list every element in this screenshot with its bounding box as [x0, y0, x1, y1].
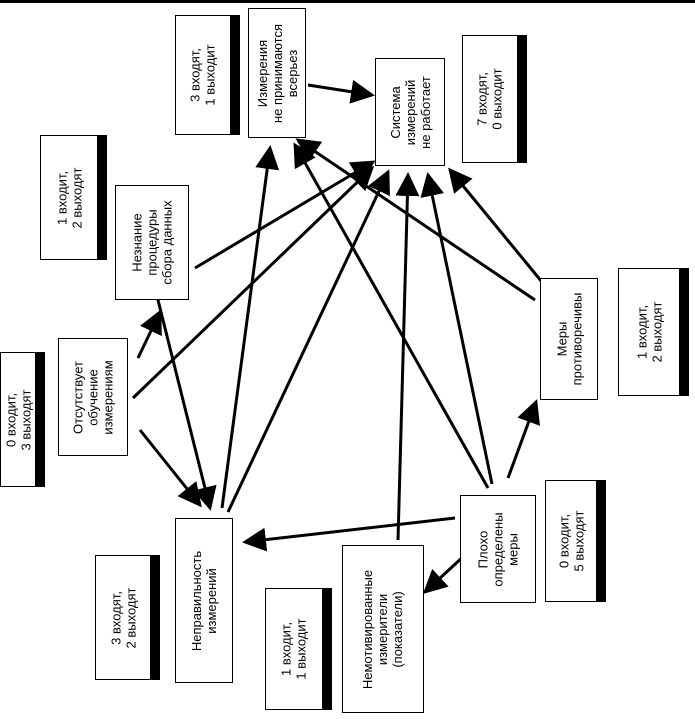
count-label: 7 входят, 0 выходит: [475, 68, 506, 130]
node-incorrect-measurements: Неправильность измерений: [175, 518, 233, 683]
count-label: 1 входит, 2 выходят: [634, 301, 665, 363]
node-no-training: Отсутствует обучение измерениям: [58, 338, 128, 456]
arrow-training-to-unaware: [136, 309, 162, 359]
node-system-not-working: Система измерений не работает: [375, 58, 445, 166]
count-contradictory: 1 входит, 2 выходят: [618, 268, 680, 396]
count-label: 0 входит, 5 выходят: [556, 510, 587, 572]
arrow-contradictory-to-system: [448, 167, 544, 283]
node-label: Система измерений не работает: [387, 75, 433, 149]
arrow-poorly-to-contradictory: [506, 399, 541, 479]
node-label: Плохо определены меры: [475, 511, 521, 587]
arrow-contradictory-to-notserious: [295, 138, 536, 302]
node-label: Немотивированные измерители (показатели): [360, 569, 406, 689]
node-poorly-defined: Плохо определены меры: [460, 495, 536, 603]
count-poorly-defined: 0 входит, 5 выходят: [545, 480, 597, 602]
node-label: Незнание процедуры сбора данных: [129, 200, 175, 285]
arrow-unaware-to-incorrect: [153, 287, 217, 511]
count-label: 3 входят, 2 выходят: [108, 587, 139, 648]
node-measurements-not-serious: Измерения не принимаются всерьез: [248, 8, 306, 138]
arrow-unaware-to-system: [194, 160, 376, 270]
arrow-incorrect-to-system: [226, 169, 390, 513]
node-label: Отсутствует обучение измерениям: [70, 359, 116, 435]
top-rule: [0, 0, 695, 3]
node-label: Неправильность измерений: [189, 550, 219, 651]
arrow-poorly-to-incorrect: [242, 516, 456, 552]
count-label: 1 входит, 1 выходит: [279, 618, 310, 680]
count-incorrect-measurements: 3 входят, 2 выходят: [95, 555, 151, 680]
node-label: Меры противоречивы: [554, 292, 585, 386]
node-label: Измерения не принимаются всерьез: [254, 23, 300, 123]
arrow-poorly-to-system: [420, 172, 494, 485]
node-contradictory: Меры противоречивы: [540, 278, 598, 400]
arrow-unmotivated-to-system: [395, 172, 420, 541]
arrow-poorly-to-unmotivated: [422, 553, 467, 595]
node-unmotivated-measurers: Немотивированные измерители (показатели): [342, 545, 424, 713]
count-unaware-procedure: 1 входит, 2 выходят: [40, 135, 98, 260]
count-measurements-not-serious: 3 входят, 1 выходит: [175, 15, 231, 135]
count-unmotivated-measurers: 1 входит, 1 выходит: [265, 588, 323, 710]
count-system-not-working: 7 входят, 0 выходит: [462, 35, 518, 163]
arrow-training-to-incorrect: [138, 429, 202, 508]
count-label: 0 входит, 3 выходят: [3, 389, 34, 450]
arrow-incorrect-to-notserious: [220, 145, 280, 509]
arrow-notserious-to-system: [307, 79, 375, 104]
count-label: 3 входят, 1 выходит: [188, 44, 219, 106]
count-label: 1 входит, 2 выходят: [54, 167, 85, 228]
node-unaware-procedure: Незнание процедуры сбора данных: [115, 185, 189, 300]
arrow-poorly-to-notserious: [293, 142, 490, 489]
count-no-training: 0 входит, 3 выходят: [0, 352, 36, 487]
